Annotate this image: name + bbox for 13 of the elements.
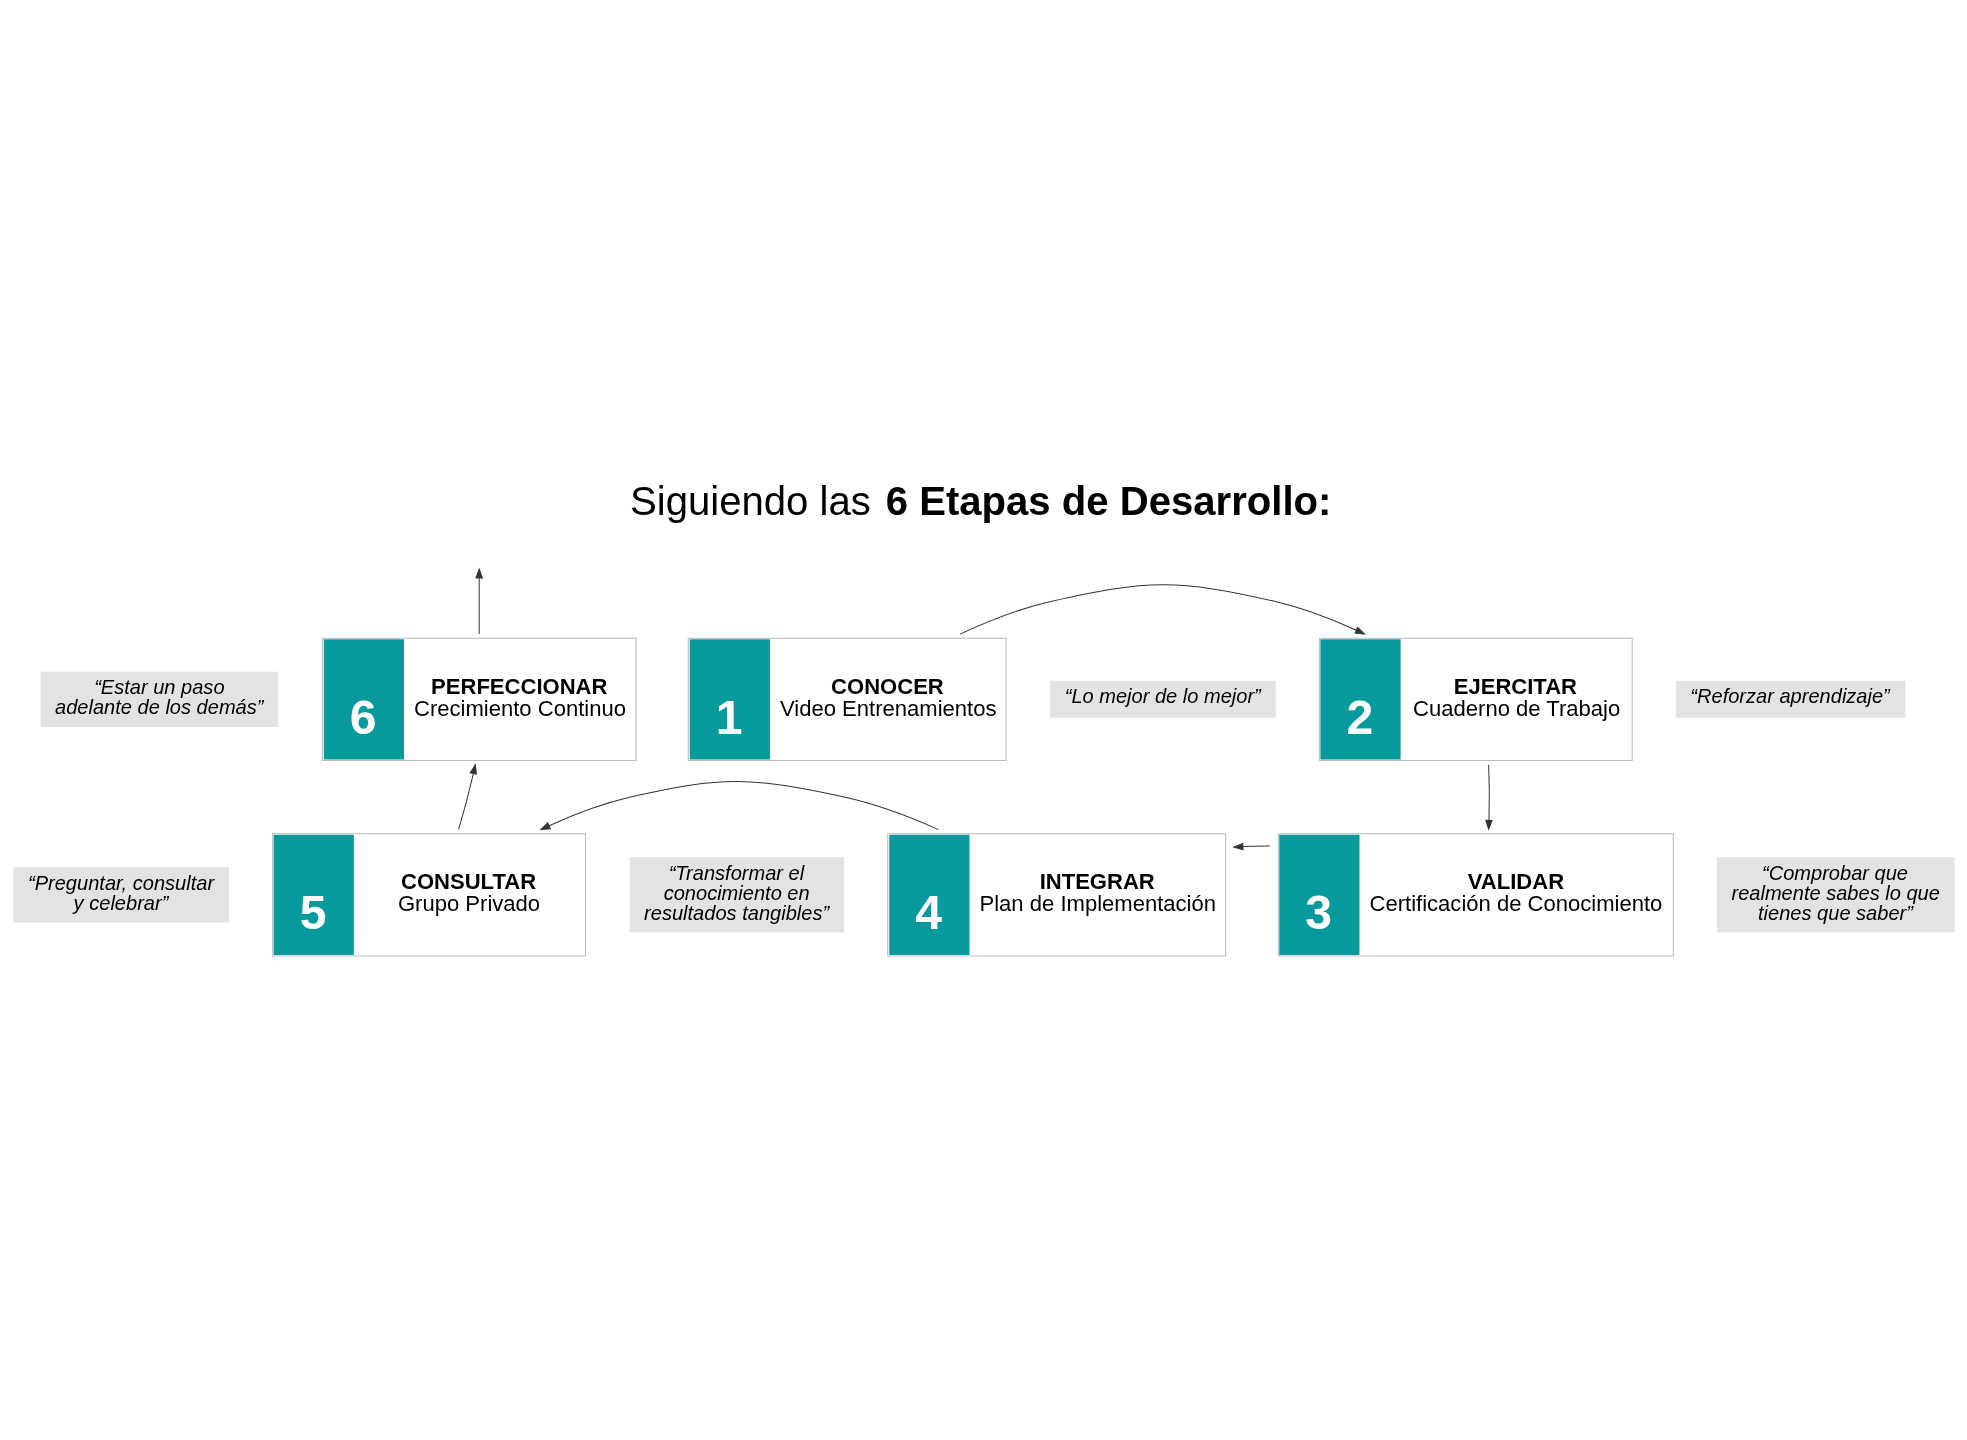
arrow [539,781,939,831]
diagram-title: Siguiendo las 6 Etapas de Desarrollo: [629,479,1331,524]
node-label: “Lo mejor de lo mejor” [1064,685,1261,708]
arrow [457,764,477,830]
arrow [959,584,1365,635]
node-label: “Preguntar, consultar y celebrar” [27,871,214,914]
arrow [1484,764,1493,830]
node-label: “Reforzar aprendizaje” [1689,685,1890,708]
arrow [1232,842,1270,851]
node-label: “Transformar el conocimiento en resultados tangibles” [643,861,829,924]
node-label: “Comprobar que realmente sabes lo que tienes que saber” [1730,861,1940,924]
arrow [475,568,483,635]
node-label: “Estar un paso adelante de los demás” [54,676,263,719]
